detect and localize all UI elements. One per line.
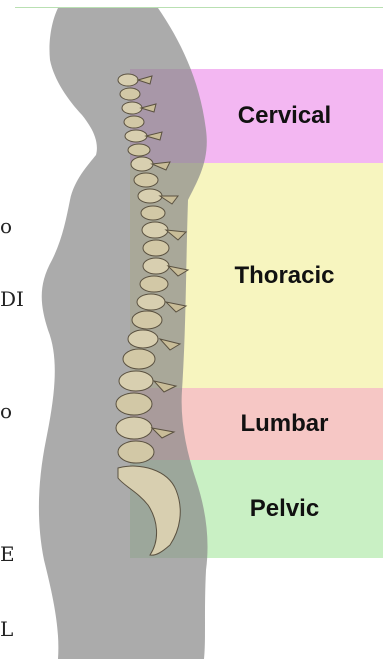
- edge-text-1: o: [0, 214, 12, 238]
- edge-text-5: L: [0, 617, 13, 641]
- edge-text-3: o: [0, 399, 12, 423]
- edge-text-2: DI: [0, 287, 24, 311]
- edge-text-4: E: [0, 542, 15, 566]
